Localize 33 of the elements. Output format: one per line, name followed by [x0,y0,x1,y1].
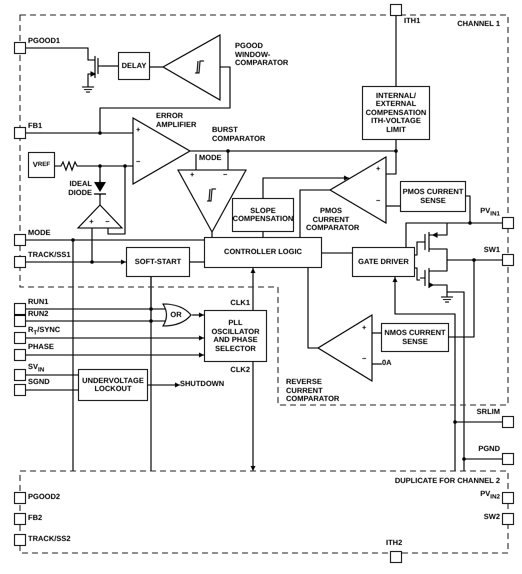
connector [395,16,397,86]
connector [449,259,502,338]
arrow [148,382,180,388]
connector [415,241,420,256]
connector [262,232,264,237]
connector [26,66,231,134]
arrow [250,268,256,310]
arrow [262,176,349,198]
connector [446,222,502,228]
connector [26,308,166,310]
connector [150,66,163,68]
arrow [26,352,204,358]
connector [102,65,118,67]
connector [26,47,89,52]
connector [454,421,502,471]
connector [322,252,352,254]
connector [26,320,166,322]
connector [26,389,78,391]
connector [190,150,229,170]
connector [307,268,318,349]
arrow [26,260,126,264]
connector [386,205,400,207]
arrow [192,312,204,318]
connector [299,189,330,237]
arrow [250,362,256,471]
connector [190,261,204,263]
connector [26,374,78,376]
connector [463,458,502,471]
connector [26,239,74,471]
connector [372,363,382,365]
arrow [26,336,204,340]
connector [415,267,420,281]
connector [107,165,133,235]
